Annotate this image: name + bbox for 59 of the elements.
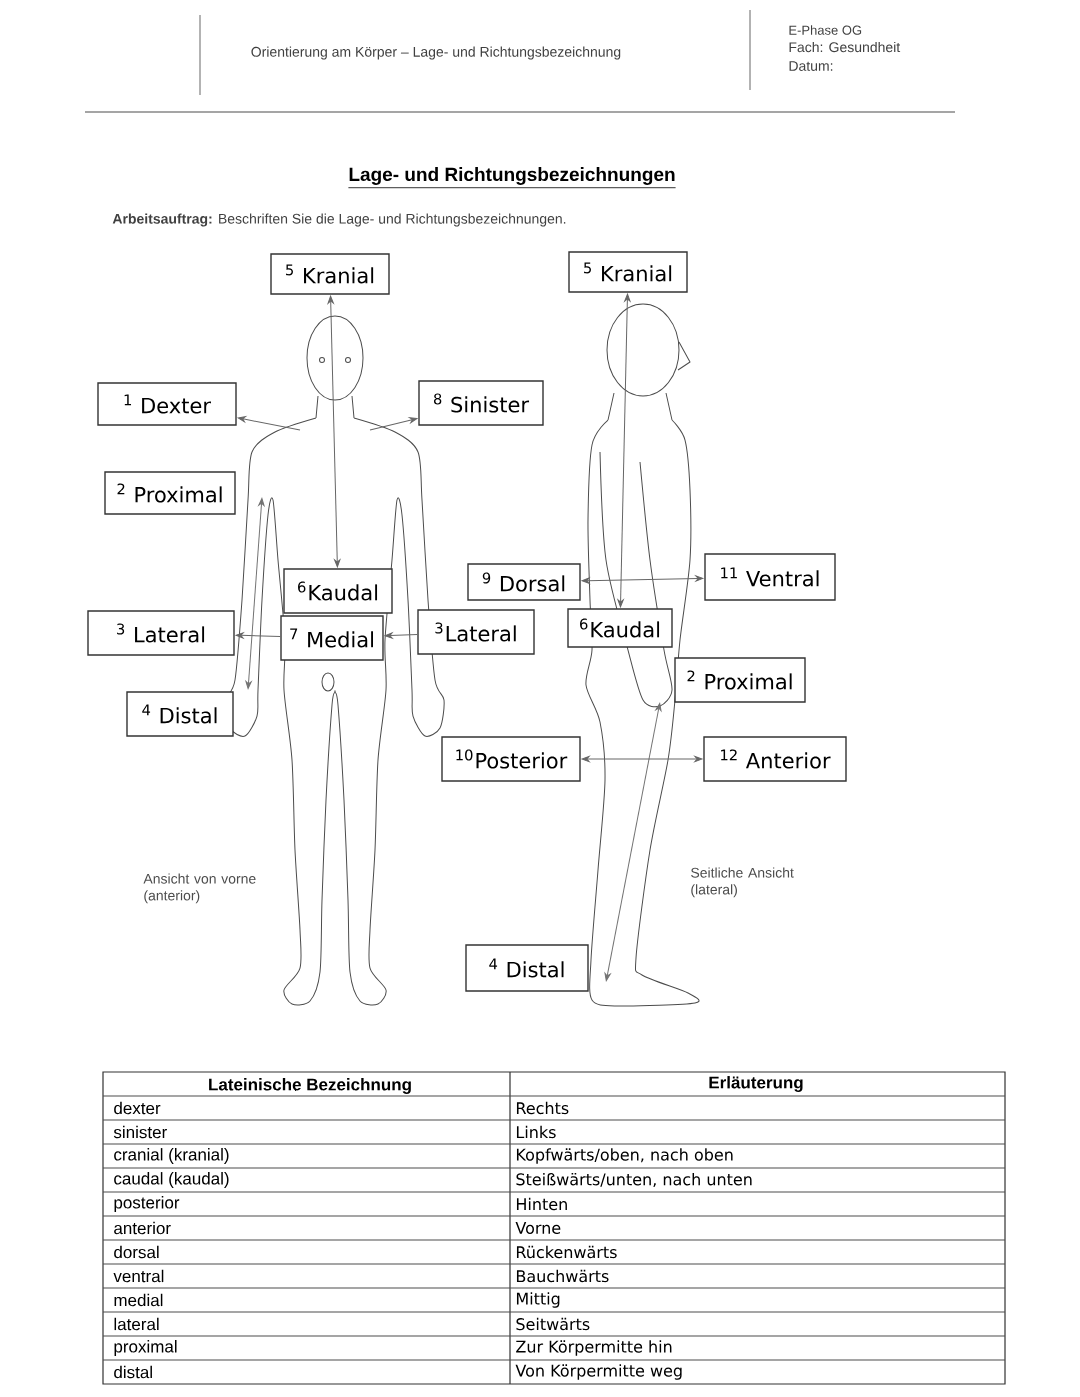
label-box: $^{10}$Posterior bbox=[441, 736, 581, 782]
explanation-text: Von Körpermitte weg bbox=[515, 1364, 682, 1380]
explanation-text: Seitwärts bbox=[516, 1317, 590, 1331]
arrow bbox=[235, 632, 281, 639]
label-box: $^{6}$Kaudal bbox=[283, 568, 393, 614]
label-box: $^{8}$ Sinister bbox=[418, 380, 544, 426]
header-text: Datum: bbox=[789, 61, 833, 71]
term-text: cranial (kranial) bbox=[114, 1148, 229, 1164]
explanation-text: Rechts bbox=[516, 1101, 569, 1115]
term-text: sinister bbox=[113, 1125, 167, 1139]
arrow bbox=[581, 575, 704, 584]
explanation-text: Steißwärts/unten, nach unten bbox=[516, 1173, 752, 1187]
label-box: $^{2}$ Proximal bbox=[674, 657, 806, 703]
explanation-text: Kopfwärts/oben, nach oben bbox=[516, 1148, 733, 1164]
label-box: $^{7}$ Medial bbox=[280, 615, 384, 661]
label-box: $^{4}$ Distal bbox=[465, 944, 589, 992]
header-text: Orientierung am Körper – Lage- und Richtungsbezeichnung bbox=[251, 46, 621, 60]
label-box: $^{5}$ Kranial bbox=[568, 251, 688, 293]
explanation-text: Rückenwärts bbox=[516, 1245, 617, 1259]
term-text: posterior bbox=[114, 1196, 180, 1212]
term-text: proximal bbox=[114, 1340, 177, 1356]
label-box: $^{6}$Kaudal bbox=[567, 608, 673, 648]
label-box: $^{5}$ Kranial bbox=[270, 253, 390, 295]
arrow bbox=[384, 632, 418, 639]
term-text: anterior bbox=[114, 1221, 171, 1235]
arrow bbox=[581, 755, 703, 763]
arrow bbox=[617, 293, 631, 608]
term-text: dorsal bbox=[114, 1245, 159, 1259]
view-caption: Seitliche Ansicht (lateral) bbox=[691, 867, 794, 898]
explanation-text: Mittig bbox=[516, 1292, 560, 1308]
term-text: medial bbox=[114, 1293, 163, 1307]
label-box: $^{9}$ Dorsal bbox=[467, 563, 581, 601]
term-text: ventral bbox=[113, 1269, 164, 1283]
term-text: lateral bbox=[114, 1317, 159, 1331]
explanation-text: Zur Körpermitte hin bbox=[516, 1340, 672, 1356]
arrow bbox=[237, 416, 301, 431]
label-box: $^{3}$Lateral bbox=[417, 609, 535, 655]
label-box: $^{11}$ Ventral bbox=[704, 553, 836, 601]
label-box: $^{12}$ Anterior bbox=[703, 736, 847, 782]
column-header: Lateinische Bezeichnung bbox=[209, 1078, 411, 1094]
arrow bbox=[327, 295, 341, 568]
instruction-text: Arbeitsauftrag: Beschriften Sie die Lage- und Richtungsbezeichnungen. bbox=[112, 213, 566, 227]
label-box: $^{2}$ Proximal bbox=[104, 471, 236, 515]
explanation-text: Hinten bbox=[516, 1197, 567, 1211]
title: Lage- und Richtungsbezeichnungen bbox=[348, 167, 676, 189]
label-box: $^{3}$ Lateral bbox=[87, 610, 235, 656]
explanation-text: Vorne bbox=[515, 1222, 561, 1234]
arrow bbox=[369, 417, 418, 431]
explanation-text: Links bbox=[516, 1125, 556, 1139]
label-box: $^{4}$ Distal bbox=[126, 691, 234, 737]
explanation-text: Bauchwärts bbox=[516, 1269, 609, 1283]
term-text: distal bbox=[114, 1365, 152, 1379]
header-text: Fach: Gesundheit bbox=[789, 41, 901, 53]
term-text: dexter bbox=[114, 1101, 161, 1115]
header-text: E-Phase OG bbox=[789, 25, 862, 35]
view-caption: Ansicht von vorne (anterior) bbox=[143, 873, 256, 904]
label-box: $^{1}$ Dexter bbox=[97, 382, 237, 426]
column-header: Erläuterung bbox=[709, 1076, 803, 1092]
term-text: caudal (kaudal) bbox=[114, 1172, 229, 1188]
